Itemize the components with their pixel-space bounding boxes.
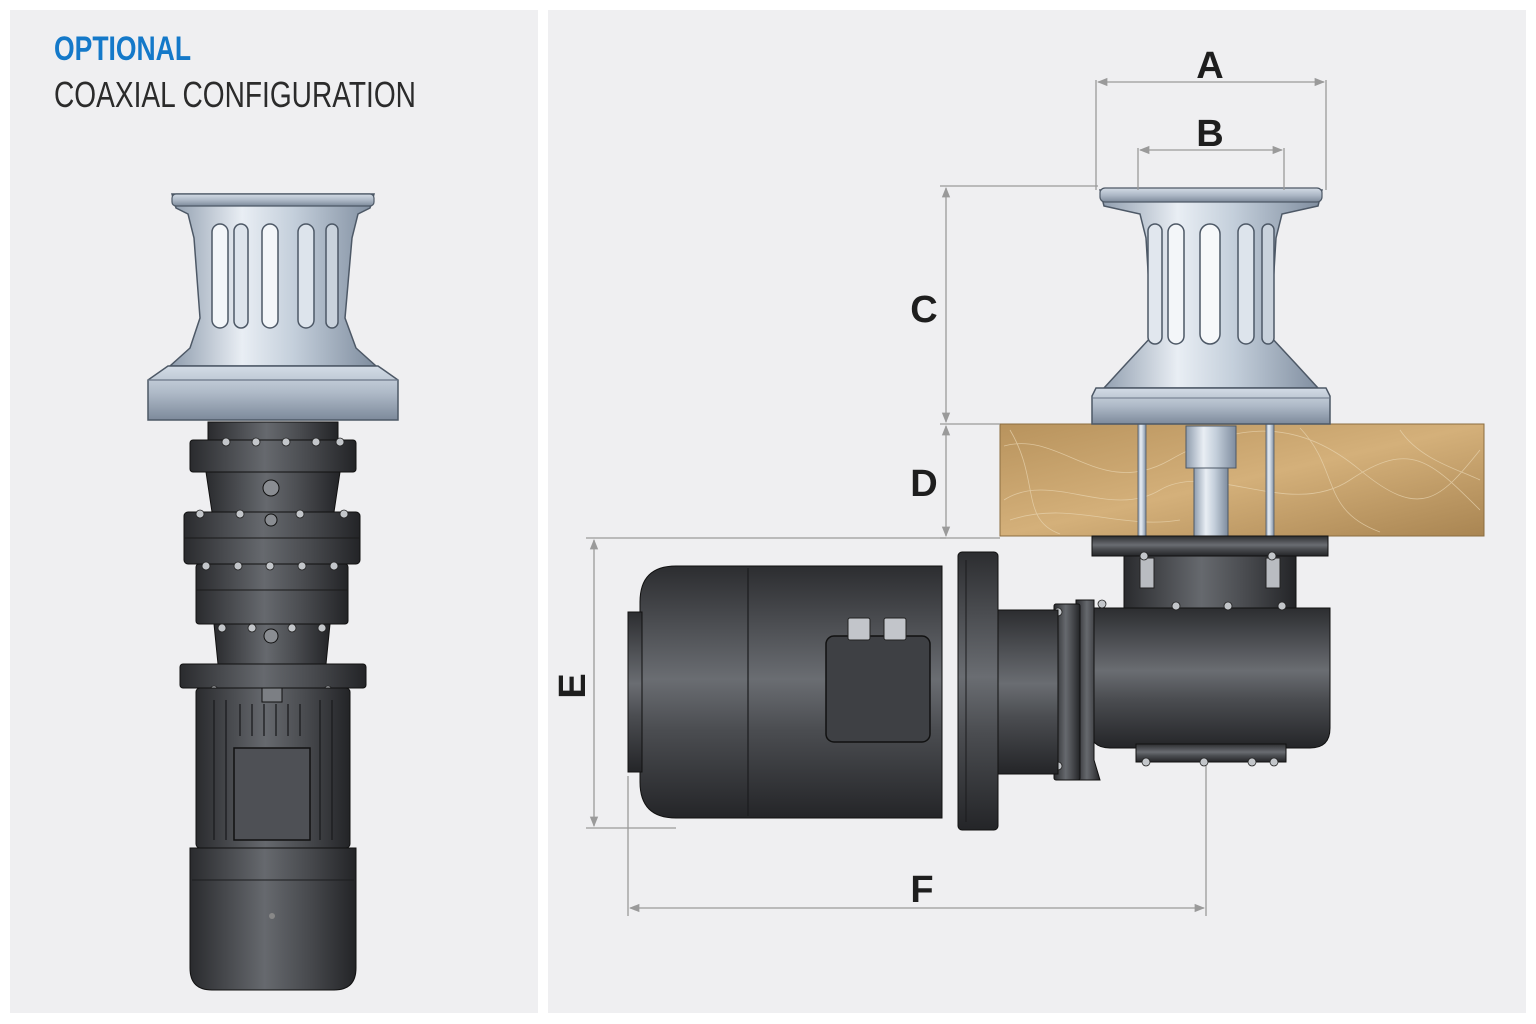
configuration-title: COAXIAL CONFIGURATION bbox=[54, 74, 416, 115]
dimension-label-c: C bbox=[910, 289, 937, 331]
coaxial-motor bbox=[189, 687, 357, 991]
dimension-label-b: B bbox=[1196, 113, 1223, 155]
optional-heading: OPTIONAL bbox=[54, 30, 192, 68]
dimension-label-d: D bbox=[910, 463, 937, 505]
dimension-label-f: F bbox=[910, 869, 933, 911]
coaxial-gearbox bbox=[179, 421, 367, 695]
through-deck-shaft bbox=[1137, 423, 1275, 541]
dimension-label-e: E bbox=[552, 673, 594, 698]
dimension-lines bbox=[586, 77, 1327, 916]
electric-motor bbox=[627, 551, 1059, 831]
coaxial-deck-base bbox=[147, 365, 399, 421]
deck-section bbox=[999, 423, 1485, 537]
dimension-label-a: A bbox=[1196, 45, 1223, 87]
capstan-drum bbox=[1091, 187, 1331, 425]
gearbox bbox=[1053, 535, 1331, 781]
coaxial-capstan-drum bbox=[168, 193, 378, 367]
